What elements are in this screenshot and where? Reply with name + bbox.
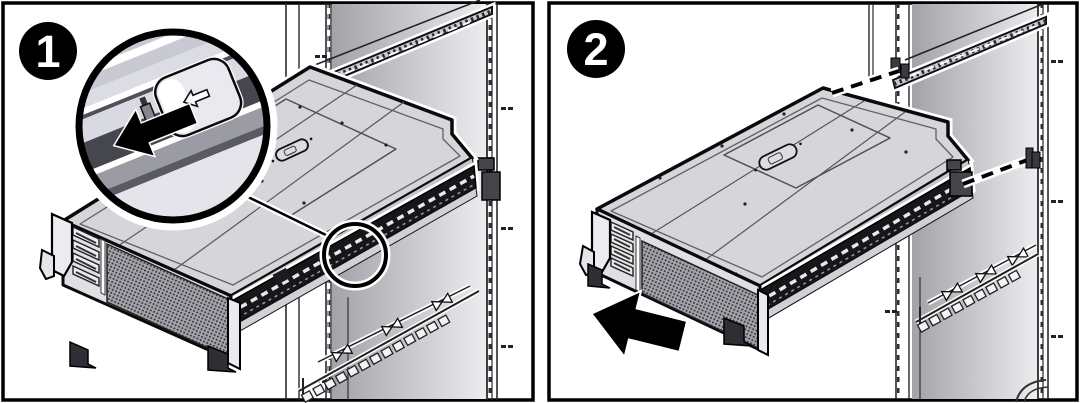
rack-rail-upper-2 — [888, 3, 1050, 93]
server-2 — [578, 83, 976, 357]
pull-out-arrow-icon — [589, 289, 689, 360]
magnifier-callout — [68, 21, 278, 231]
chassis-foot — [207, 344, 237, 373]
slide-left-arrow-icon — [112, 102, 199, 158]
cable-management-arm-2 — [914, 242, 1040, 334]
panel-step-2: 2 — [547, 1, 1079, 403]
small-callout-circle — [319, 219, 391, 291]
cover-latch-handle — [754, 142, 802, 172]
drive-bay-slats — [610, 220, 634, 278]
rail-bracket-rear-1 — [477, 157, 501, 201]
server-1 — [38, 62, 480, 373]
rack-ear-right — [757, 288, 769, 357]
step-number-2: 2 — [583, 24, 608, 75]
panel-step-1: 1 — [1, 0, 535, 403]
cma-ladder-2 — [916, 269, 1022, 334]
rack-post-holes — [488, 4, 492, 399]
step-number-1: 1 — [35, 26, 60, 77]
side-port-detail — [272, 267, 291, 285]
magnifier-ring — [75, 28, 271, 224]
cable-loop — [1015, 379, 1047, 403]
rail-detail-magnified — [79, 32, 267, 220]
chassis-foot — [587, 262, 611, 289]
drive-bay-slats — [72, 225, 100, 288]
rack-post-holes — [1039, 4, 1043, 399]
release-tab-arrow-icon — [182, 88, 211, 108]
callout-leader — [244, 192, 332, 241]
rack-ear-right — [227, 296, 241, 371]
chassis-foot — [723, 316, 753, 347]
alignment-dashed-lines — [830, 66, 1041, 189]
cover-latch-handle — [271, 137, 313, 163]
rack-ear-hook — [38, 248, 55, 281]
top-cover-panel-outline — [723, 104, 891, 189]
cable-management-arm-1 — [297, 283, 481, 403]
step-badge-2: 2 — [567, 20, 625, 78]
step-badge-1: 1 — [19, 22, 77, 80]
cma-ladder-1 — [300, 314, 451, 403]
chassis-foot — [69, 340, 97, 369]
